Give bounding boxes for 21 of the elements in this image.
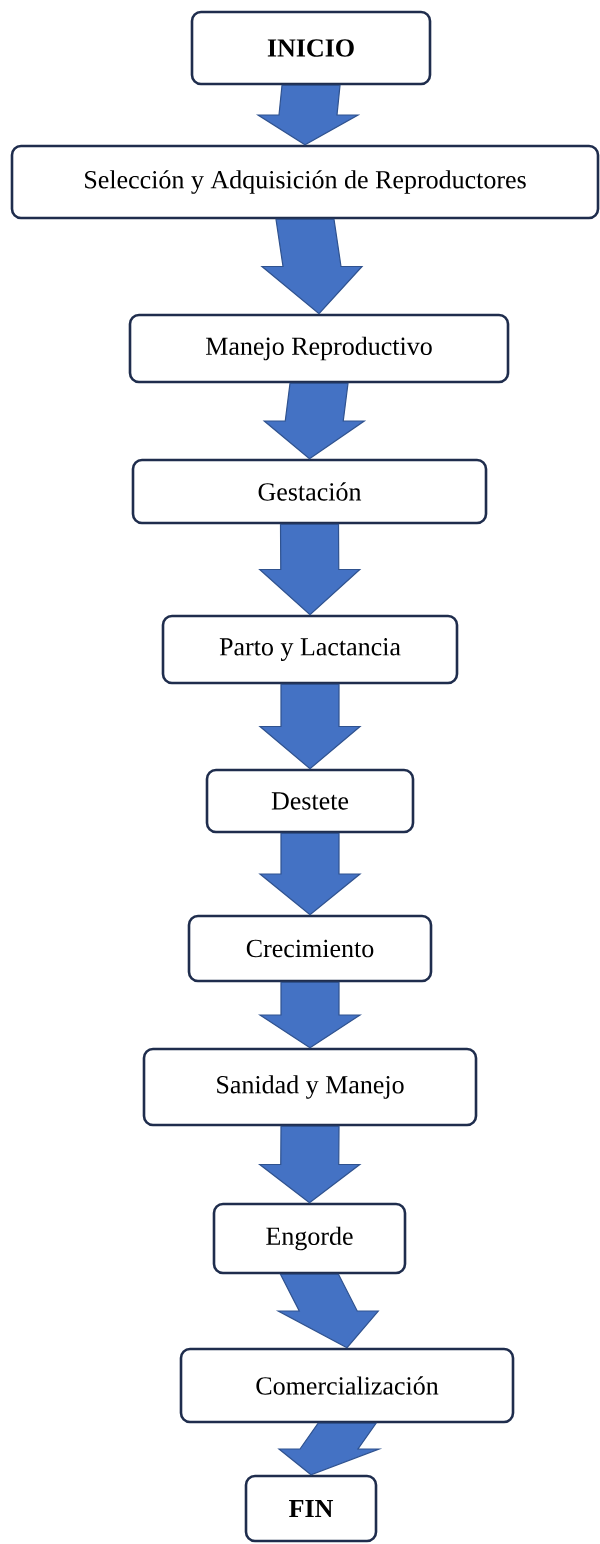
- process-box: Selección y Adquisición de Reproductores: [10, 144, 600, 220]
- block-arrow: [255, 84, 361, 146]
- process-box: Destete: [205, 768, 415, 834]
- process-box: Manejo Reproductivo: [128, 313, 510, 384]
- process-box: Gestación: [131, 458, 488, 525]
- block-arrow: [277, 1422, 383, 1476]
- block-arrow: [260, 218, 364, 315]
- process-box: Crecimiento: [187, 914, 433, 983]
- block-arrow: [258, 683, 362, 770]
- block-arrow: [258, 981, 362, 1049]
- process-box: INICIO: [190, 10, 432, 86]
- process-box: Engorde: [212, 1202, 407, 1275]
- process-box: FIN: [244, 1474, 378, 1543]
- block-arrow: [275, 1273, 380, 1349]
- block-arrow: [258, 1125, 362, 1204]
- process-box: Parto y Lactancia: [161, 614, 459, 685]
- process-box: Comercialización: [179, 1347, 515, 1424]
- block-arrow: [258, 832, 362, 916]
- block-arrow: [258, 523, 362, 616]
- block-arrow: [262, 382, 367, 460]
- process-box: Sanidad y Manejo: [142, 1047, 478, 1127]
